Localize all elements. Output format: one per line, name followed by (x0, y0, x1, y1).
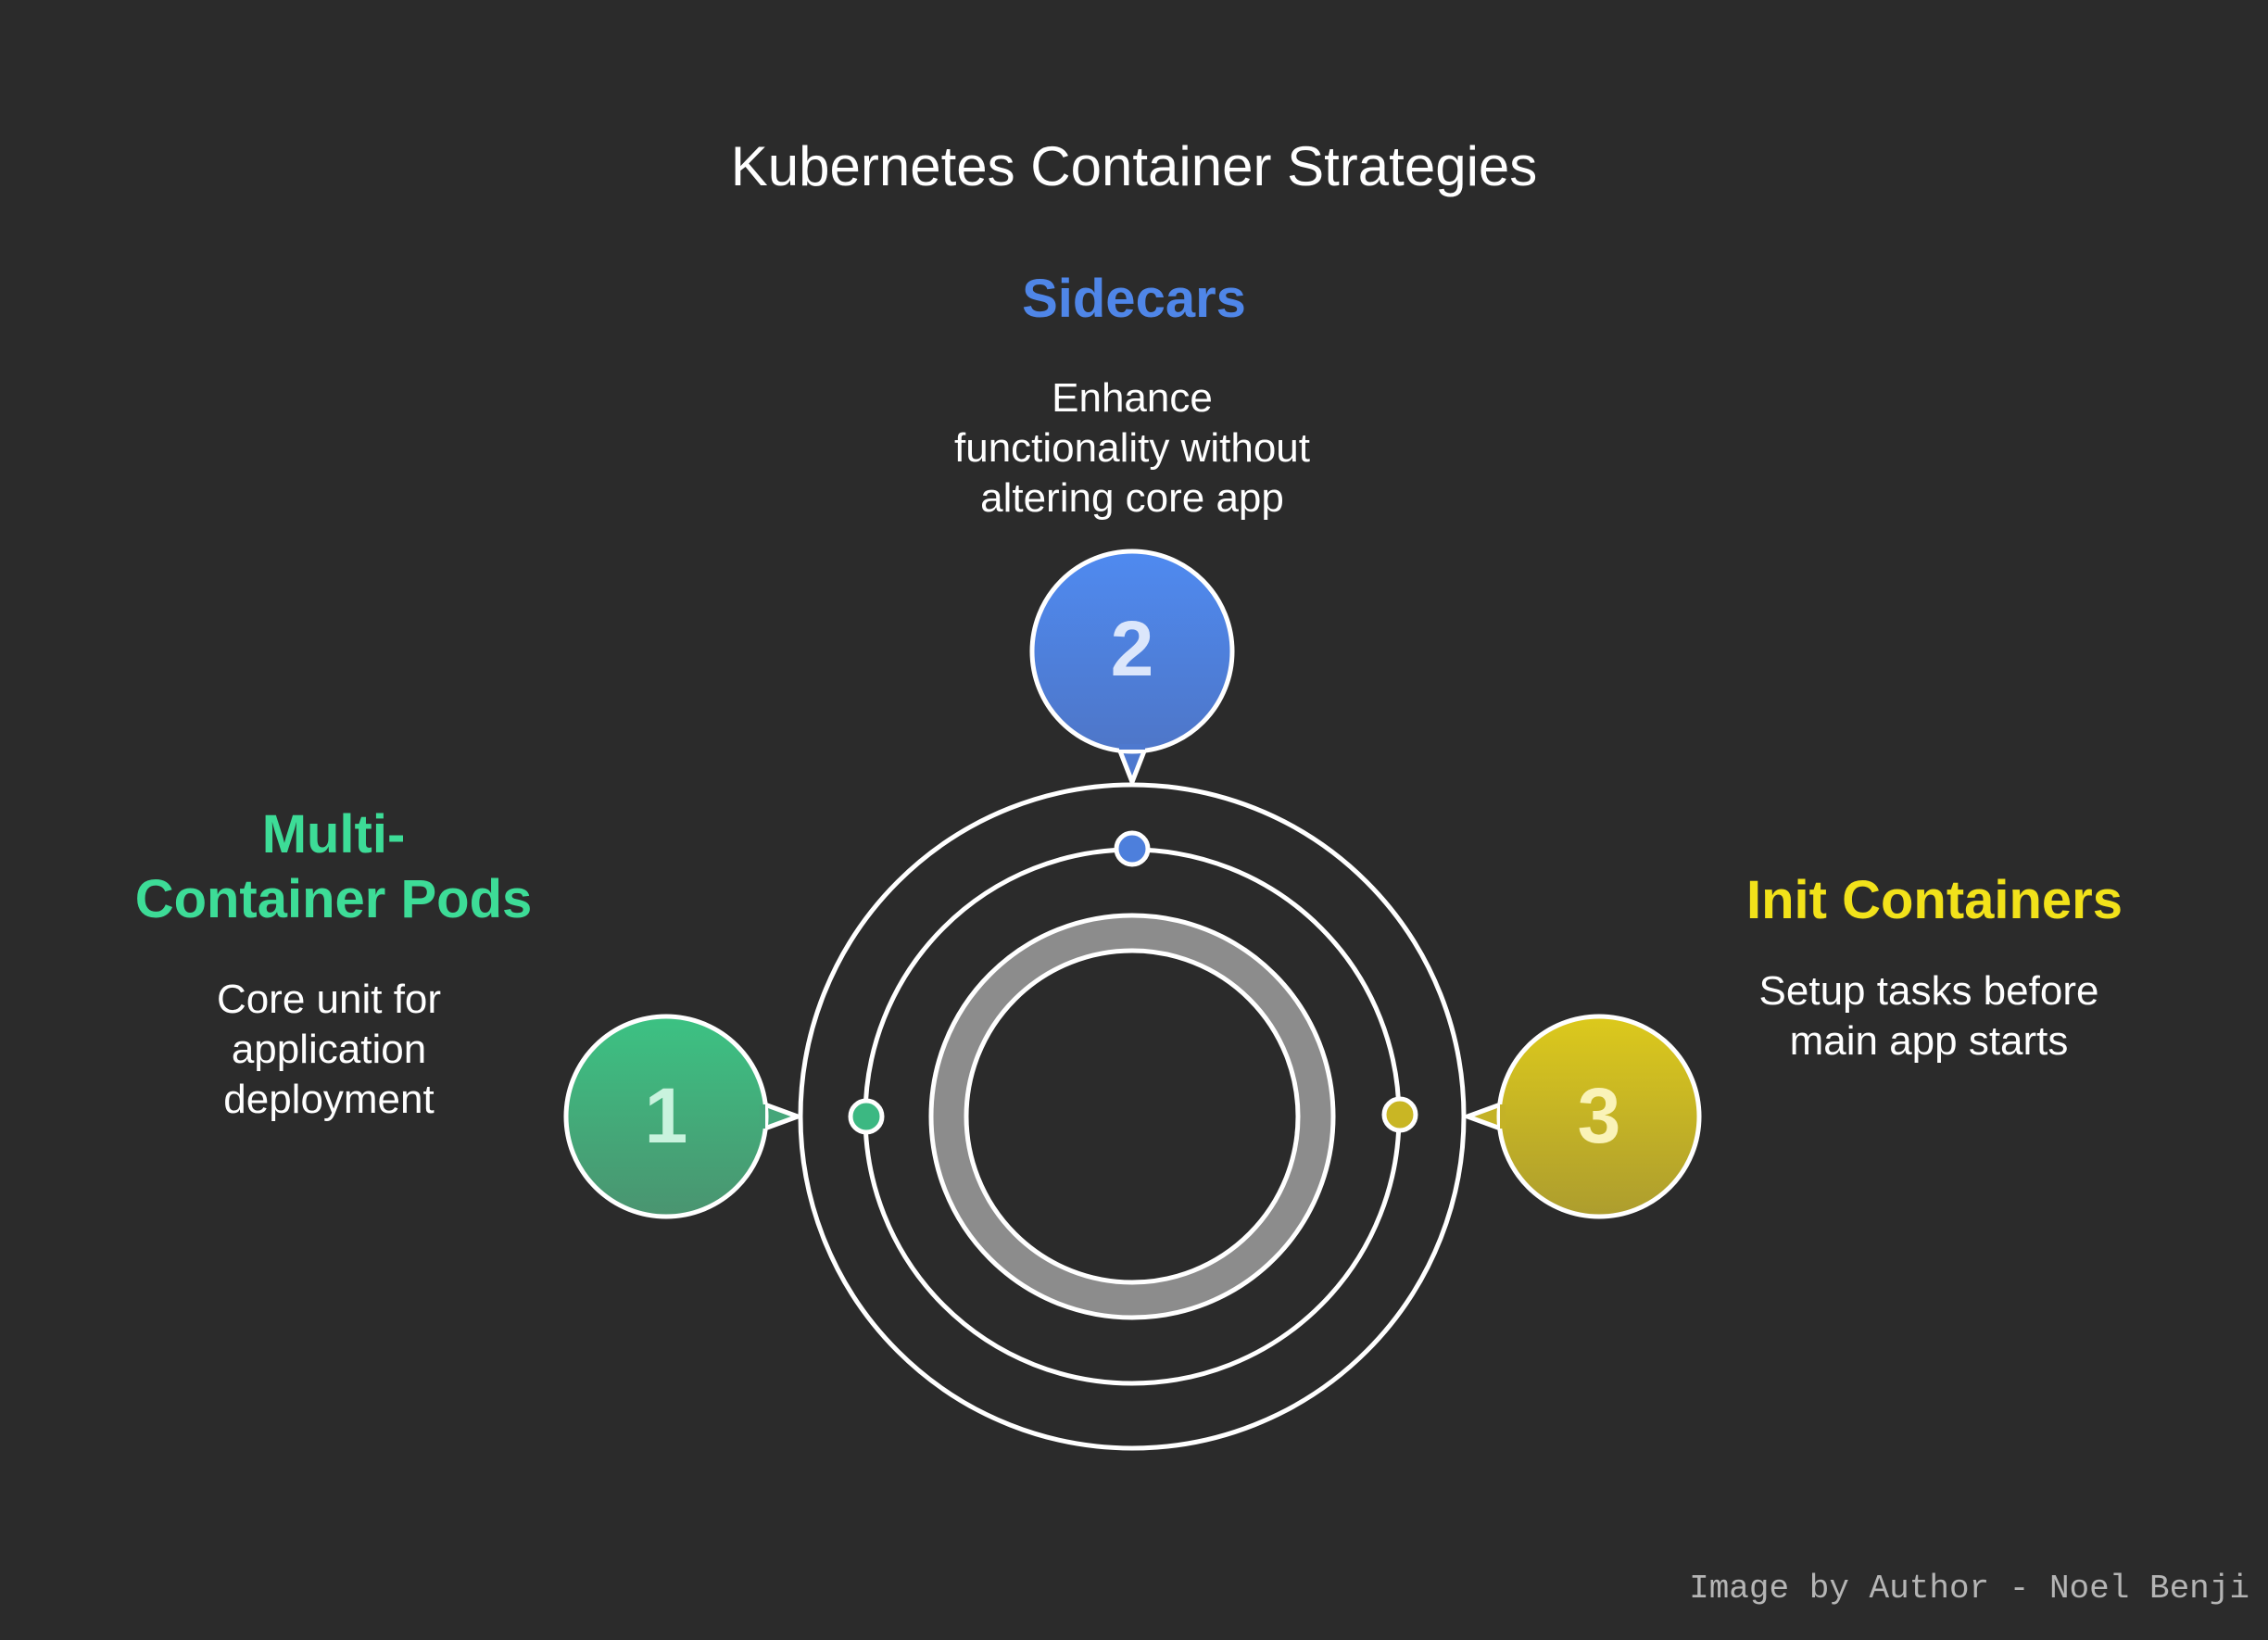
step-1-bubble: 1 (563, 1014, 800, 1219)
sidecars-description: Enhance functionality without altering c… (854, 373, 1410, 524)
step-2-number: 2 (1111, 605, 1154, 692)
multi-container-pods-heading-line-1: Multi- (261, 804, 406, 864)
sidecars-desc-line-2: functionality without (954, 425, 1310, 471)
diagram-title: Kubernetes Container Strategies (730, 135, 1538, 197)
init-containers-description: Setup tasks before main app starts (1651, 966, 2207, 1066)
multi-container-pods-desc-line-2: application (231, 1027, 427, 1072)
multi-container-pods-desc-line-1: Core unit for (216, 977, 442, 1022)
step-2-bubble: 2 (1029, 549, 1235, 785)
multi-container-pods-desc-line-3: deployment (223, 1077, 435, 1122)
sidecars-desc-line-1: Enhance (1052, 375, 1213, 421)
init-containers-desc-line-2: main app starts (1789, 1018, 2069, 1064)
init-containers-desc-line-1: Setup tasks before (1758, 968, 2099, 1014)
multi-container-pods-description: Core unit for application deployment (144, 975, 514, 1125)
sidecars-heading: Sidecars (1022, 269, 1246, 329)
step-3-bubble: 3 (1465, 1014, 1702, 1219)
multi-container-pods-heading: Multi- Container Pods (102, 802, 565, 932)
inner-gray-ring-edge-outer (928, 913, 1336, 1320)
image-credit: Image by Author - Noel Benji (1689, 1570, 2249, 1608)
step-1-number: 1 (645, 1072, 688, 1159)
yellow-dot (1381, 1096, 1418, 1133)
green-dot (848, 1098, 885, 1135)
inner-gray-ring (933, 917, 1331, 1316)
inner-gray-ring-edge-inner (964, 948, 1301, 1285)
blue-dot (1114, 830, 1151, 867)
outer-ring (798, 782, 1467, 1451)
multi-container-pods-heading-line-2: Container Pods (134, 869, 533, 929)
init-containers-heading: Init Containers (1745, 870, 2123, 930)
sidecars-desc-line-3: altering core app (980, 475, 1284, 521)
step-3-number: 3 (1578, 1072, 1621, 1159)
